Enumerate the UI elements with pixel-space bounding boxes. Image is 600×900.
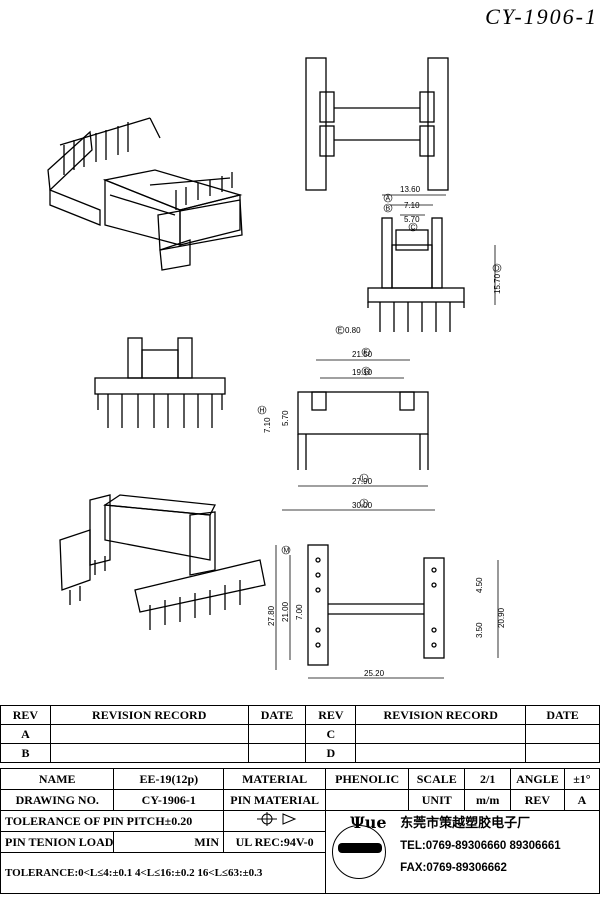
dim-label: 0.80 [345,326,361,335]
revision-row: B D [0,743,600,763]
company-block: Ψue 东莞市策越塑胶电子厂 TEL:0769-89306660 8930666… [325,810,600,894]
name-label: NAME [0,768,115,790]
dim-label: 4.50 [475,577,484,593]
svg-text:B: B [386,206,391,213]
rev-header: REV [0,705,51,725]
rev-cell: A [0,724,51,744]
dim-label: 15.70 [493,273,502,294]
date-cell [525,743,600,763]
callout-marker: D [492,263,502,273]
dim-label: 5.70 [281,410,290,426]
general-tolerance: TOLERANCE:0<L≤4:±0.1 4<L≤16:±0.2 16<L≤63… [0,852,327,894]
date-header: DATE [247,705,307,725]
rev-cell: D [305,743,357,763]
front-view [94,337,226,428]
rev-cell: C [305,724,357,744]
bottom-view [275,544,499,679]
company-fax: FAX:0769-89306662 [400,862,507,874]
material-label: MATERIAL [223,768,327,790]
isometric-view-bottom [59,494,266,630]
date-cell [525,724,600,744]
date-header: DATE [525,705,600,725]
svg-text:D: D [495,266,500,273]
date-cell [247,724,307,744]
dim-label: 25.20 [364,669,385,678]
company-logo: Ψue [327,813,397,879]
revision-table: REV REVISION RECORD DATE REV REVISION RE… [0,705,600,763]
side-view-dimensioned [282,359,435,511]
rev-cell: B [0,743,51,763]
ul-rec: UL REC:94V-0 [223,831,327,853]
svg-text:F: F [364,350,368,357]
revision-header-row: REV REVISION RECORD DATE REV REVISION RE… [0,705,600,725]
pin-material-label: PIN MATERIAL [223,789,327,811]
rev-value: A [563,789,600,811]
callout-marker: C [408,222,418,232]
dim-label: 7.00 [295,604,304,620]
svg-text:H: H [260,408,265,415]
record-cell [355,724,527,744]
pin-material-value [325,789,410,811]
svg-text:C: C [411,225,416,232]
revision-record-header: REVISION RECORD [49,705,249,725]
revision-row: A C [0,724,600,744]
pin-tension-label: PIN TENION LOAD [0,831,115,853]
date-cell [247,743,307,763]
callout-marker: G [361,366,371,376]
name-value: EE-19(12p) [113,768,225,790]
pin-tension-unit: MIN [113,831,225,853]
drawing-no-label: DRAWING NO. [0,789,115,811]
rev-header: REV [305,705,357,725]
drawing-title-mark: CY-1906-1 [485,4,598,29]
svg-text:A: A [386,196,391,203]
callout-marker: J [359,498,369,508]
dim-label: 21.00 [281,601,290,622]
company-name: 东莞市策越塑胶电子厂 [400,816,531,831]
record-cell [49,743,249,763]
svg-text:J: J [362,501,366,508]
dim-label: 21.50 [352,350,373,359]
title-block: NAME EE-19(12p) MATERIAL PHENOLIC SCALE … [0,768,600,894]
dim-label: 13.60 [400,185,421,194]
dim-label: 20.90 [497,607,506,628]
unit-value: m/m [464,789,511,811]
crosshair-icon [256,812,296,826]
record-cell [49,724,249,744]
callout-marker: F [361,347,371,357]
dim-label: 7.10 [404,201,420,210]
angle-value: ±1° [563,768,600,790]
svg-text:M: M [284,548,290,555]
rev-label: REV [509,789,565,811]
angle-label: ANGLE [509,768,565,790]
svg-text:I: I [362,476,364,483]
dim-label: 7.10 [263,417,272,433]
unit-label: UNIT [408,789,466,811]
technical-drawing: 13.60 7.10 5.70 15.70 0.80 21.50 19.10 7… [47,57,506,679]
callout-marker: I [359,473,369,483]
dim-label: 5.70 [404,215,420,224]
scale-label: SCALE [408,768,466,790]
isometric-view-top [47,117,243,271]
svg-text:E: E [338,328,343,335]
callout-marker: E [335,325,345,335]
side-view-right [367,194,496,332]
material-value: PHENOLIC [325,768,410,790]
callout-marker: B [383,203,393,213]
record-cell [355,743,527,763]
dim-label: 27.80 [267,605,276,626]
pin-pitch-tolerance: TOLERANCE OF PIN PITCH±0.20 [0,810,225,832]
svg-text:G: G [364,369,369,376]
callout-marker: M [281,545,291,555]
drawing-no-value: CY-1906-1 [113,789,225,811]
dim-label: 30.00 [352,501,373,510]
dim-label: 3.50 [475,622,484,638]
callout-marker: H [257,405,267,415]
top-view [305,57,449,191]
callout-marker: A [383,193,393,203]
company-tel: TEL:0769-89306660 89306661 [400,840,561,852]
scale-value: 2/1 [464,768,511,790]
pin-symbol [223,810,327,832]
revision-record-header: REVISION RECORD [355,705,527,725]
